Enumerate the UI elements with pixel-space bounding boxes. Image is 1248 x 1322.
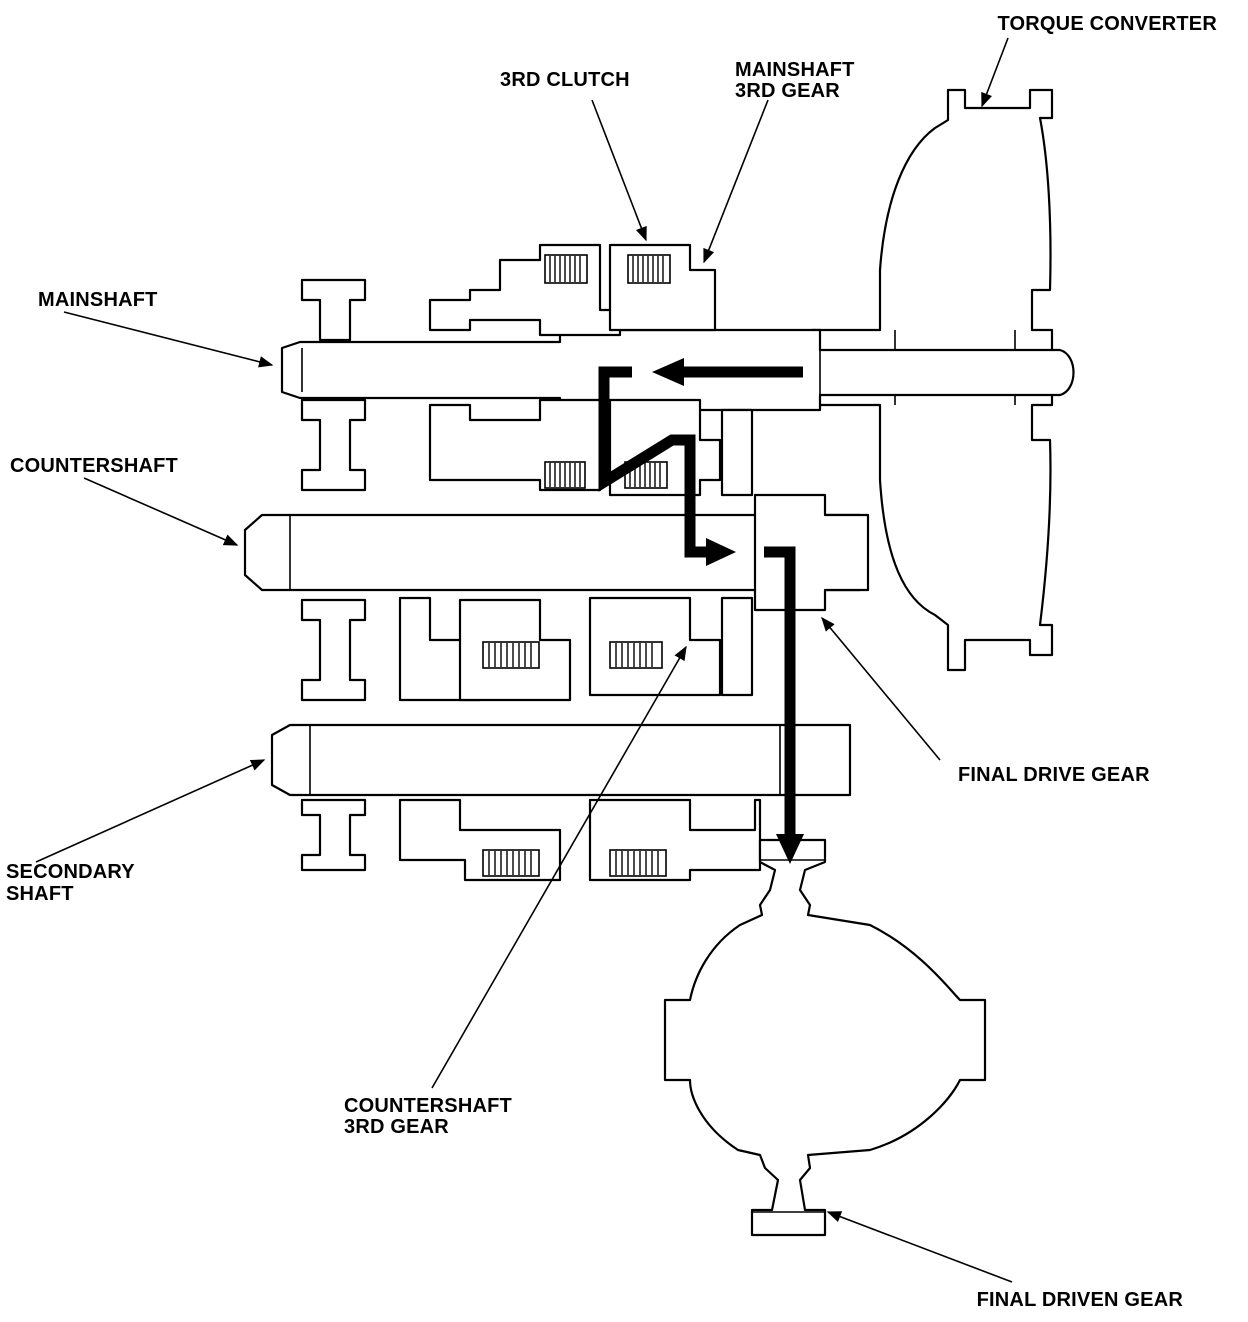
label-secondary-shaft-line2: SHAFT (6, 883, 74, 905)
leader-secondary-shaft (35, 759, 266, 863)
leader-mainshaft-3rd-gear (703, 99, 769, 264)
mid-clutch-pack-left (544, 461, 586, 489)
label-countershaft: COUNTERSHAFT (10, 455, 178, 477)
leader-mainshaft (63, 311, 274, 368)
secondary-shaft (270, 723, 852, 797)
label-3rd-clutch: 3RD CLUTCH (500, 69, 630, 91)
power-flow-path (598, 358, 804, 864)
leader-3rd-clutch (591, 99, 647, 242)
lower-clutch-pack-left (482, 641, 540, 669)
upper-clutch-pack-left (544, 254, 588, 284)
secondary-clutch-pack-right (609, 849, 667, 877)
leader-countershaft (83, 477, 239, 546)
3rd-clutch-pack (627, 254, 671, 284)
label-mainshaft-3rd-gear-line1: MAINSHAFT (735, 59, 855, 81)
leader-torque-converter (981, 37, 1009, 108)
lower-clutch-pack-right (609, 641, 663, 669)
label-mainshaft-3rd-gear-line2: 3RD GEAR (735, 80, 840, 102)
label-countershaft-3rd-gear-line2: 3RD GEAR (344, 1116, 449, 1138)
countershaft (243, 493, 870, 612)
label-countershaft-3rd-gear-line1: COUNTERSHAFT (344, 1095, 512, 1117)
label-torque-converter: TORQUE CONVERTER (997, 13, 1217, 35)
leader-lines (35, 37, 1013, 1283)
labels: TORQUE CONVERTER 3RD CLUTCH MAINSHAFT 3R… (6, 13, 1217, 1311)
label-final-drive-gear: FINAL DRIVE GEAR (958, 764, 1150, 786)
leader-final-driven-gear (826, 1211, 1013, 1283)
label-final-driven-gear: FINAL DRIVEN GEAR (977, 1289, 1184, 1311)
differential (663, 838, 987, 1237)
secondary-clutch-pack-left (482, 849, 540, 877)
leader-countershaft-3rd-gear (431, 645, 687, 1089)
leader-final-drive-gear (821, 616, 941, 761)
label-mainshaft: MAINSHAFT (38, 289, 158, 311)
label-secondary-shaft-line1: SECONDARY (6, 861, 135, 883)
